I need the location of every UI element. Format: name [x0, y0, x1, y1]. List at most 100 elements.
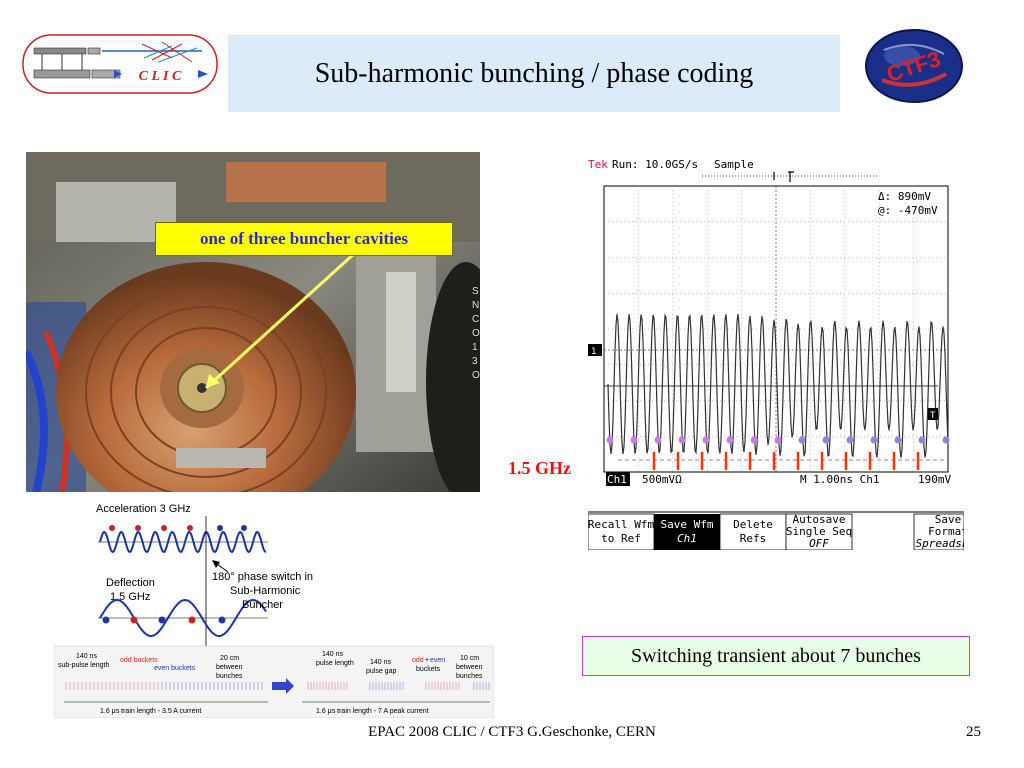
title-box: Sub-harmonic bunching / phase coding [228, 35, 840, 112]
photo-label-text: one of three buncher cavities [199, 229, 409, 248]
right-pulse-1: 140 ns [322, 651, 344, 658]
scope-button-save-format[interactable]: Save Format Spreadsh [913, 513, 964, 550]
right-pulse-2: pulse length [316, 660, 354, 667]
right-spacing-2: between [456, 664, 483, 671]
phase-note-3: Buncher [242, 599, 283, 611]
bunch-dot [702, 436, 710, 444]
svg-text:N: N [472, 300, 479, 311]
deflect-label-2: 1.5 GHz [110, 591, 150, 603]
left-even: even buckets [154, 665, 196, 672]
accel-wave [99, 530, 267, 554]
right-spacing-3: bunches [456, 673, 483, 680]
left-odd: odd buckets [120, 657, 158, 664]
svg-text:Refs: Refs [740, 532, 767, 545]
caption-box: Switching transient about 7 bunches [582, 636, 970, 676]
bunch-dot [630, 436, 638, 444]
right-plus: + [425, 657, 429, 664]
left-bunch-train [65, 682, 263, 690]
svg-text:C: C [472, 314, 479, 325]
arrow-icon [272, 678, 294, 694]
svg-text:1: 1 [472, 342, 478, 353]
svg-text:OFF: OFF [809, 537, 829, 550]
svg-text:O: O [472, 328, 480, 339]
bunch-dot [109, 525, 115, 531]
deflect-wave [99, 598, 267, 638]
deflect-bunches [102, 616, 226, 624]
svg-text:Single Seq: Single Seq [786, 525, 852, 538]
bunch-dot [726, 436, 734, 444]
bunch-dot [654, 436, 662, 444]
oscilloscope-screen: Tek Run: 10.0GS/s Sample Δ: 890mV @: -47… [588, 152, 964, 550]
scope-button-save-wfm[interactable]: Save Wfm Ch1 [654, 514, 720, 550]
side-label: S N C O 1 3 O [472, 286, 480, 381]
bunch-dot [870, 436, 878, 444]
bunch-dot [678, 436, 686, 444]
svg-text:Save Wfm: Save Wfm [661, 518, 714, 531]
right-buckets: buckets [416, 666, 441, 673]
svg-text:Save: Save [935, 513, 962, 526]
bunch-markers [606, 436, 950, 470]
bunch-dot [918, 436, 926, 444]
bunch-dot [774, 436, 782, 444]
bunch-dot [188, 616, 196, 624]
page-number: 25 [966, 724, 981, 740]
bunch-dot [750, 436, 758, 444]
buncher-cavity-photo: S N C O 1 3 O [26, 152, 480, 492]
frequency-label: 1.5 GHz [508, 458, 571, 478]
accel-label: Acceleration 3 GHz [96, 503, 191, 515]
bunch-dot [158, 616, 166, 624]
accel-bunches [109, 525, 247, 531]
phase-note-2: Sub-Harmonic [230, 585, 301, 597]
bunch-dot [130, 616, 138, 624]
bunch-dot [135, 525, 141, 531]
svg-text:Delete: Delete [733, 518, 773, 531]
clic-logo: C L I C [22, 34, 218, 94]
svg-text:S: S [472, 286, 479, 297]
right-odd: odd [412, 657, 424, 664]
ctf3-logo: CTF3 [865, 29, 963, 103]
scope-at: @: -470mV [878, 204, 938, 217]
scope-delta: Δ: 890mV [878, 190, 931, 203]
left-train: 1.6 μs train length - 3.5 A current [100, 708, 201, 715]
left-spacing-2: between [216, 664, 243, 671]
svg-text:Format: Format [928, 525, 964, 538]
left-spacing-1: 20 cm [220, 655, 239, 662]
scope-run: Run: 10.0GS/s [612, 158, 698, 171]
svg-text:Recall Wfm: Recall Wfm [588, 518, 654, 531]
right-gap-1: 140 ns [370, 659, 392, 666]
scope-brand: Tek [588, 158, 608, 171]
scope-button-delete-refs[interactable]: Delete Refs [719, 513, 787, 550]
svg-text:O: O [472, 370, 480, 381]
right-gap-2: pulse gap [366, 668, 396, 675]
scope-button-recall[interactable]: Recall Wfm to Ref [588, 513, 654, 550]
trigger-marker: T [930, 411, 936, 421]
scope-timebase: M 1.00ns Ch1 [800, 473, 879, 486]
left-pulse-1: 140 ns [76, 653, 98, 660]
bunch-dot [798, 436, 806, 444]
svg-text:3: 3 [472, 356, 478, 367]
scope-button-autosave[interactable]: Autosave Single Seq OFF [785, 513, 853, 550]
bunch-dot [102, 616, 110, 624]
bunch-dot [942, 436, 950, 444]
right-train: 1.6 μs train length - 7 A peak current [316, 708, 429, 715]
scope-mode: Sample [714, 158, 754, 171]
scope-waveform [607, 313, 949, 458]
right-bunch-train [307, 682, 490, 690]
bunch-dot [217, 525, 223, 531]
svg-text:to Ref: to Ref [601, 532, 641, 545]
bunch-dot [606, 436, 614, 444]
scope-trig-level: 190mV [918, 473, 951, 486]
photo-label: one of three buncher cavities [155, 222, 453, 256]
bunching-diagram: Acceleration 3 GHz Deflection 1.5 GHz 18… [54, 503, 494, 718]
phase-note-1: 180° phase switch in [212, 571, 313, 583]
scope-ch-label: Ch1 [607, 473, 627, 486]
bunch-dot [218, 616, 226, 624]
caption-text: Switching transient about 7 bunches [631, 644, 921, 667]
right-spacing-1: 10 cm [460, 655, 479, 662]
deflect-label-1: Deflection [106, 577, 155, 589]
bunch-dot [187, 525, 193, 531]
svg-text:Spreadsh: Spreadsh [916, 537, 964, 550]
bunch-dot [822, 436, 830, 444]
svg-text:Autosave: Autosave [793, 513, 846, 526]
clic-logo-text: C L I C [139, 69, 182, 84]
